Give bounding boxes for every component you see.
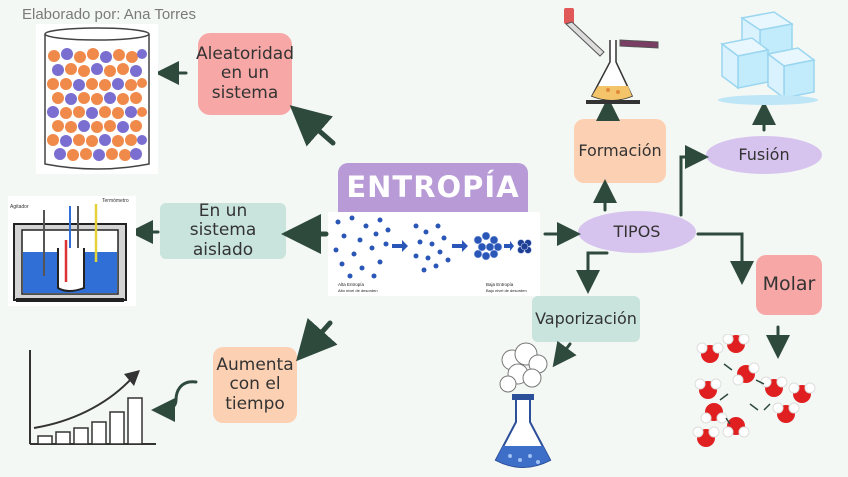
node-fusion: Fusión xyxy=(706,136,822,174)
ice-cubes-illustration xyxy=(718,11,818,105)
node-vaporization: Vaporización xyxy=(532,296,640,342)
arrow-to-vaporization xyxy=(576,251,609,294)
node-increases-over-time: Aumenta con el tiempo xyxy=(213,347,297,423)
arrow-to-molar xyxy=(696,232,754,285)
arrow-to-chart xyxy=(151,380,198,422)
node-formation: Formación xyxy=(574,119,666,183)
high-entropy-caption: Alta Entropía xyxy=(338,282,365,287)
growth-chart-illustration xyxy=(29,350,156,445)
steam-flask-illustration xyxy=(494,342,552,468)
formation-flask-illustration xyxy=(564,8,659,104)
high-entropy-subcaption: Alto nivel de desorden xyxy=(338,288,378,293)
node-isolated-system: En un sistema aislado xyxy=(160,201,286,260)
stirrer-label: Agitador xyxy=(10,204,29,210)
node-molar: Molar xyxy=(756,255,822,315)
entropy-illustration: Alta Entropía Alto nivel de desorden Baj… xyxy=(328,212,540,296)
molecules-illustration xyxy=(692,334,816,447)
arrow-to-fusion xyxy=(679,145,709,217)
node-randomness: Aleatoridad en un sistema xyxy=(196,33,294,115)
low-entropy-caption: Baja Entropía xyxy=(486,282,514,287)
low-entropy-subcaption: Bajo nivel de desorden xyxy=(486,288,527,293)
arrow-to-steam-flask xyxy=(552,340,577,368)
node-types: TIPOS xyxy=(578,211,696,253)
central-title: ENTROPÍA xyxy=(338,163,528,213)
arrow-to-randomness xyxy=(289,105,336,147)
particle-beaker-illustration xyxy=(36,24,158,174)
calorimeter-illustration: Agitador Termómetro xyxy=(8,196,136,306)
arrow-to-time xyxy=(296,318,338,362)
thermometer-label: Termómetro xyxy=(102,198,129,204)
author-credit: Elaborado por: Ana Torres xyxy=(22,6,197,23)
